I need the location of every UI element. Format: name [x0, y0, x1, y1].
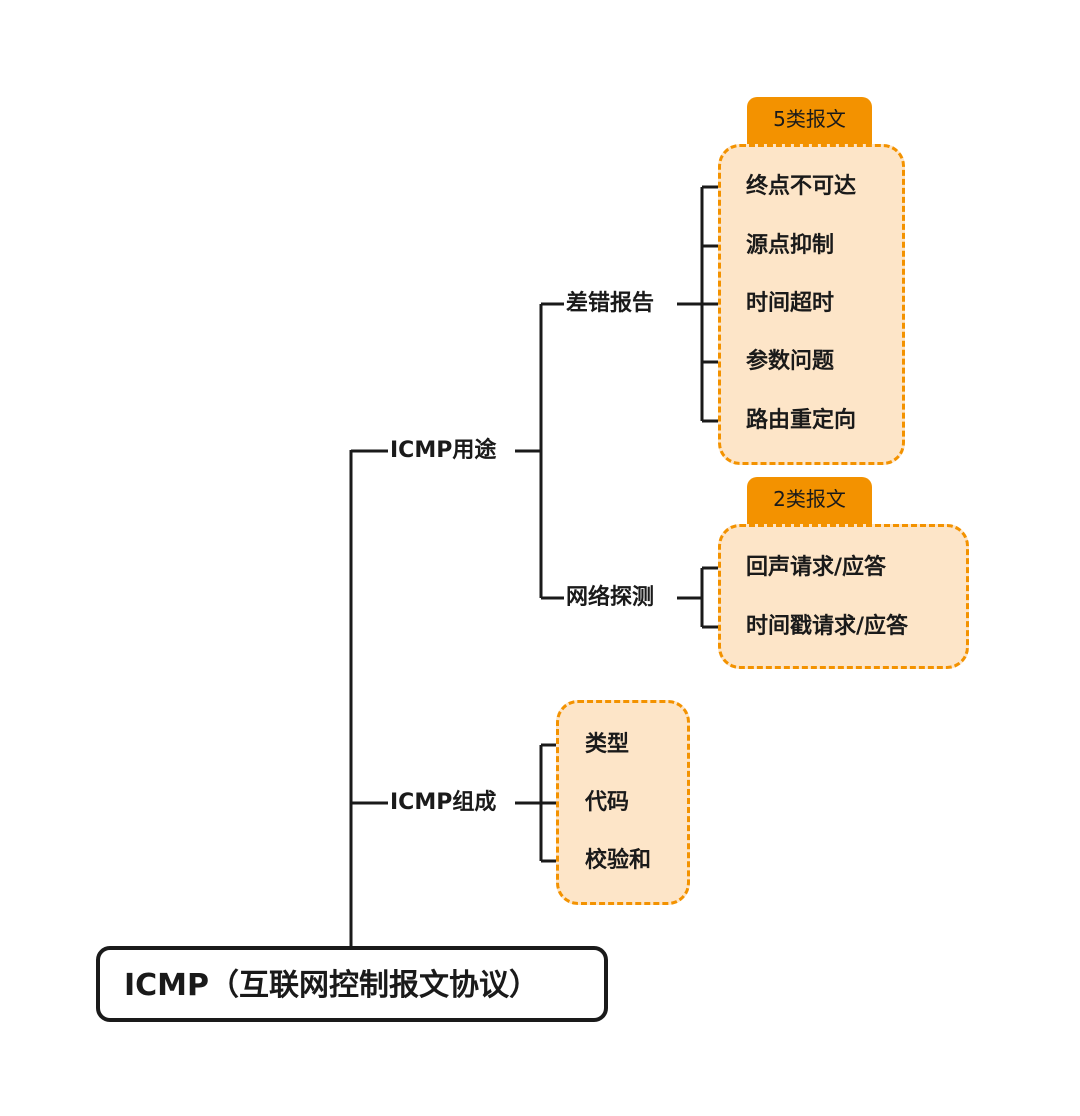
error-report-group [718, 144, 905, 465]
error-report-tag: 5类报文 [747, 97, 872, 147]
net-probe-tag: 2类报文 [747, 477, 872, 527]
root-label: ICMP（互联网控制报文协议） [124, 968, 540, 1003]
leaf-code: 代码 [585, 790, 630, 815]
leaf-echo: 回声请求/应答 [746, 555, 887, 580]
net-probe-node: 网络探测 [564, 584, 657, 612]
leaf-time-exceeded: 时间超时 [746, 291, 835, 316]
composition-node: ICMP组成 [388, 789, 499, 817]
usage-node: ICMP用途 [388, 437, 499, 465]
leaf-parameter-problem: 参数问题 [746, 349, 835, 374]
leaf-checksum: 校验和 [585, 848, 652, 873]
error-report-node: 差错报告 [564, 290, 657, 318]
leaf-destination-unreachable: 终点不可达 [746, 174, 857, 199]
root-node: ICMP（互联网控制报文协议） [96, 946, 608, 1022]
composition-group [556, 700, 690, 905]
leaf-type: 类型 [585, 732, 630, 757]
leaf-timestamp: 时间戳请求/应答 [746, 614, 909, 639]
leaf-source-quench: 源点抑制 [746, 233, 835, 258]
net-probe-group [718, 524, 969, 669]
leaf-redirect: 路由重定向 [746, 408, 857, 433]
